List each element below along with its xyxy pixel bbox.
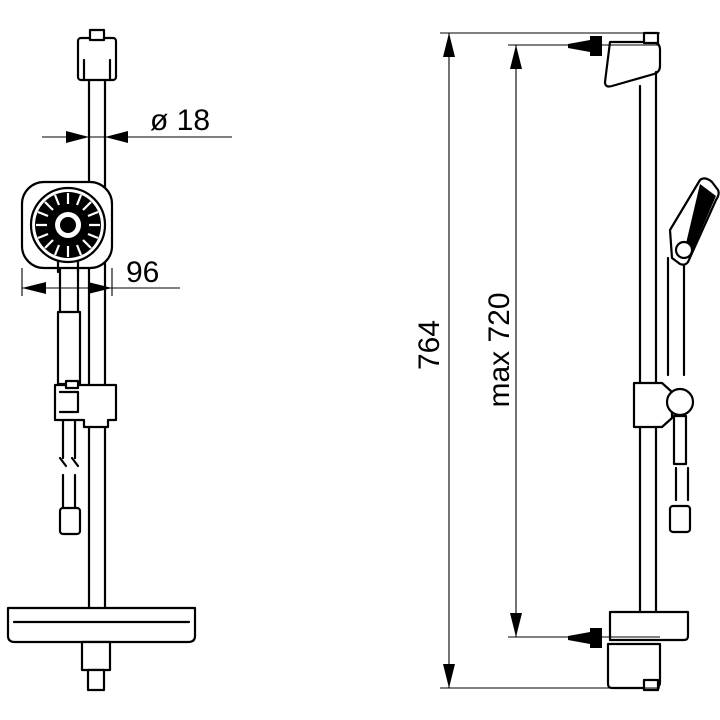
front-hand-shower-head [20,180,114,274]
dim-head-width: 96 [21,256,180,296]
dim-bar-diameter: ø 18 [42,104,232,143]
dim-total-height: 764 [413,32,660,689]
dim-bracket-spacing-label: max 720 [483,292,516,407]
dim-head-width-label: 96 [126,256,159,289]
side-hand-shower [666,177,720,377]
side-slider [632,381,695,534]
dim-total-height-label: 764 [413,320,446,370]
dim-bar-diameter-label: ø 18 [150,104,210,137]
front-slider-holder [53,379,118,429]
front-bottom-bracket [80,640,112,692]
side-top-bracket [568,31,662,88]
side-view: 764 max 720 [413,31,720,692]
front-shelf [6,606,197,644]
front-slide-bar [87,78,107,614]
dim-bracket-spacing: max 720 [483,44,600,638]
front-view: ø 18 96 [6,28,232,692]
side-slide-bar [638,70,658,614]
side-shelf [568,610,690,692]
front-top-bracket [76,28,118,82]
